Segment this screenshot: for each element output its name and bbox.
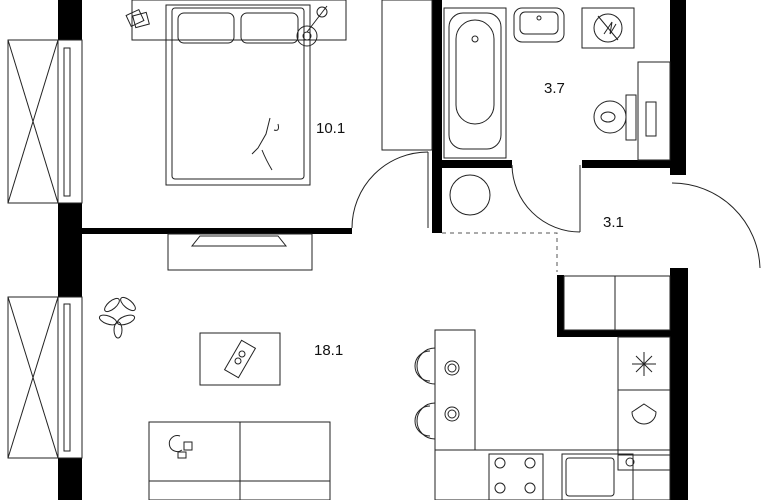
plant-icon <box>98 296 136 339</box>
washing-machine-icon <box>449 174 491 216</box>
bar-stools <box>414 347 436 440</box>
lamp-icon <box>296 5 328 47</box>
cat-icon <box>251 117 279 171</box>
droplet-icon <box>631 403 657 425</box>
stove-icon <box>494 457 536 494</box>
room-area-hallway: 3.1 <box>603 214 624 231</box>
water-heater-icon <box>581 7 635 49</box>
window-bedroom <box>7 39 83 204</box>
hallway-wardrobe <box>563 275 671 331</box>
coffee-table <box>199 332 281 386</box>
bathroom-door[interactable] <box>511 164 581 233</box>
filter-icon <box>625 457 635 467</box>
zone-divider <box>442 232 558 272</box>
toilet-icon <box>593 61 671 161</box>
room-area-bedroom: 10.1 <box>316 120 346 137</box>
sink-icon <box>513 7 565 43</box>
snowflake-icon <box>632 352 656 376</box>
room-area-living-kitchen: 18.1 <box>314 342 344 359</box>
kitchen-counter <box>434 449 671 500</box>
room-area-bathroom: 3.7 <box>544 80 565 97</box>
window-living <box>7 296 83 459</box>
tv-stand <box>167 233 313 271</box>
bar-counter <box>434 329 476 451</box>
wardrobe-bedroom <box>381 0 433 151</box>
walls <box>58 0 688 500</box>
bedroom-door[interactable] <box>351 151 429 229</box>
sofa <box>148 421 331 500</box>
bed <box>131 0 347 186</box>
appliance-column <box>617 336 671 471</box>
books-icon <box>125 8 150 29</box>
entrance-door[interactable] <box>671 182 761 269</box>
bathtub <box>443 7 507 159</box>
